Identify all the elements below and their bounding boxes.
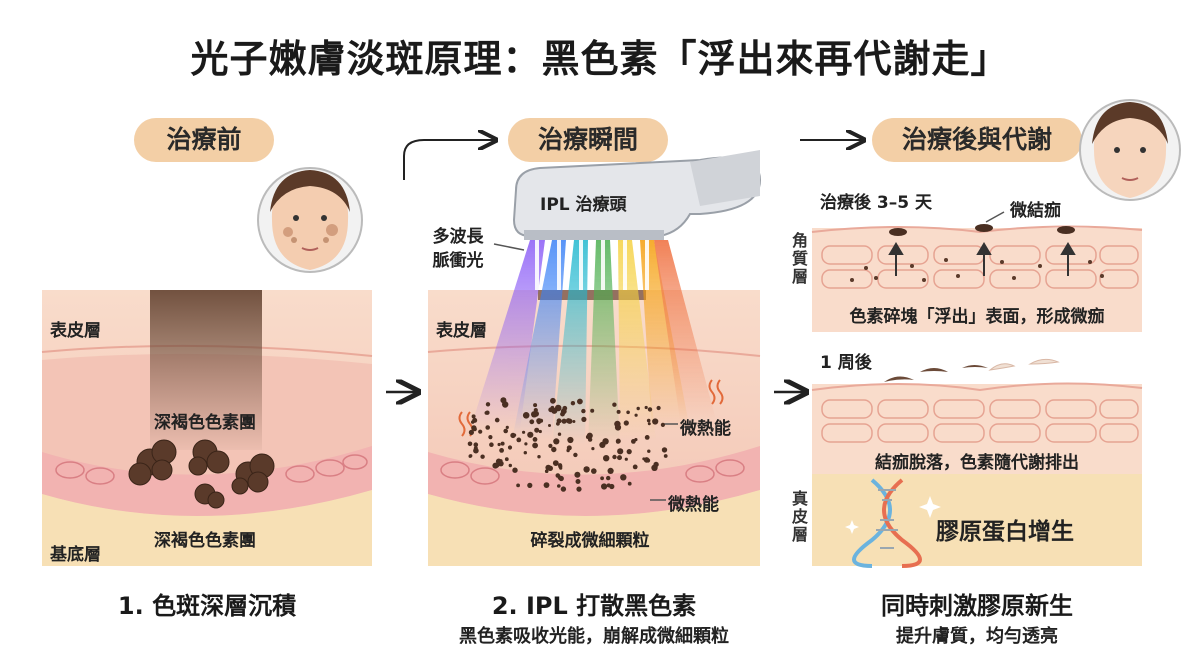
collagen-dna-icon — [852, 478, 922, 568]
basal-layer-label: 基底層 — [50, 545, 101, 565]
arrow-top-1 — [403, 140, 494, 180]
ipl-device — [512, 150, 762, 240]
panel-after — [811, 99, 1181, 568]
heat-label-1: 微熱能 — [680, 419, 731, 439]
float-description: 色素碎塊「浮出」表面，形成微痂 — [849, 307, 1105, 327]
microscab-label: 微結痂 — [1010, 201, 1061, 221]
page-title: 光子嫩膚淡斑原理：黑色素「浮出來再代謝走」 — [190, 37, 1010, 81]
days-label: 治療後 3–5 天 — [820, 193, 932, 213]
ipl-device-label: IPL 治療頭 — [540, 195, 627, 215]
dermis-label: 真皮層 — [789, 490, 808, 544]
caption-step-3: 同時刺激膠原新生 — [881, 592, 1073, 620]
epidermis-label-1: 表皮層 — [50, 321, 101, 341]
stage-before-label: 治療前 — [134, 118, 274, 162]
shed-description: 結痂脫落，色素隨代謝排出 — [875, 453, 1079, 473]
caption-step-1: 1. 色斑深層沉積 — [117, 592, 297, 620]
caption-step-3-sub: 提升膚質，均勻透亮 — [896, 626, 1058, 647]
panel-before — [41, 167, 373, 566]
pigment-cluster-label-lower: 深褐色色素團 — [154, 531, 256, 551]
face-before-avatar — [257, 167, 363, 273]
heat-label-2: 微熱能 — [668, 495, 719, 515]
panel-during — [427, 150, 762, 566]
stage-during-label: 治療瞬間 — [508, 118, 668, 162]
epidermis-label-2: 表皮層 — [436, 321, 487, 341]
caption-step-2: 2. IPL 打散黑色素 — [491, 592, 697, 620]
fragments-label: 碎裂成微細顆粒 — [530, 531, 650, 551]
light-label-line2: 脈衝光 — [432, 251, 484, 271]
face-after-avatar — [1079, 99, 1181, 201]
stratum-corneum-label: 角質層 — [789, 232, 808, 286]
pigment-cluster-label-upper: 深褐色色素團 — [154, 413, 256, 433]
stage-after-label: 治療後與代謝 — [872, 118, 1082, 162]
week-label: 1 周後 — [820, 353, 872, 373]
collagen-label: 膠原蛋白增生 — [936, 519, 1074, 545]
light-label-line1: 多波長 — [432, 227, 484, 247]
caption-step-2-sub: 黑色素吸收光能，崩解成微細顆粒 — [459, 626, 729, 647]
